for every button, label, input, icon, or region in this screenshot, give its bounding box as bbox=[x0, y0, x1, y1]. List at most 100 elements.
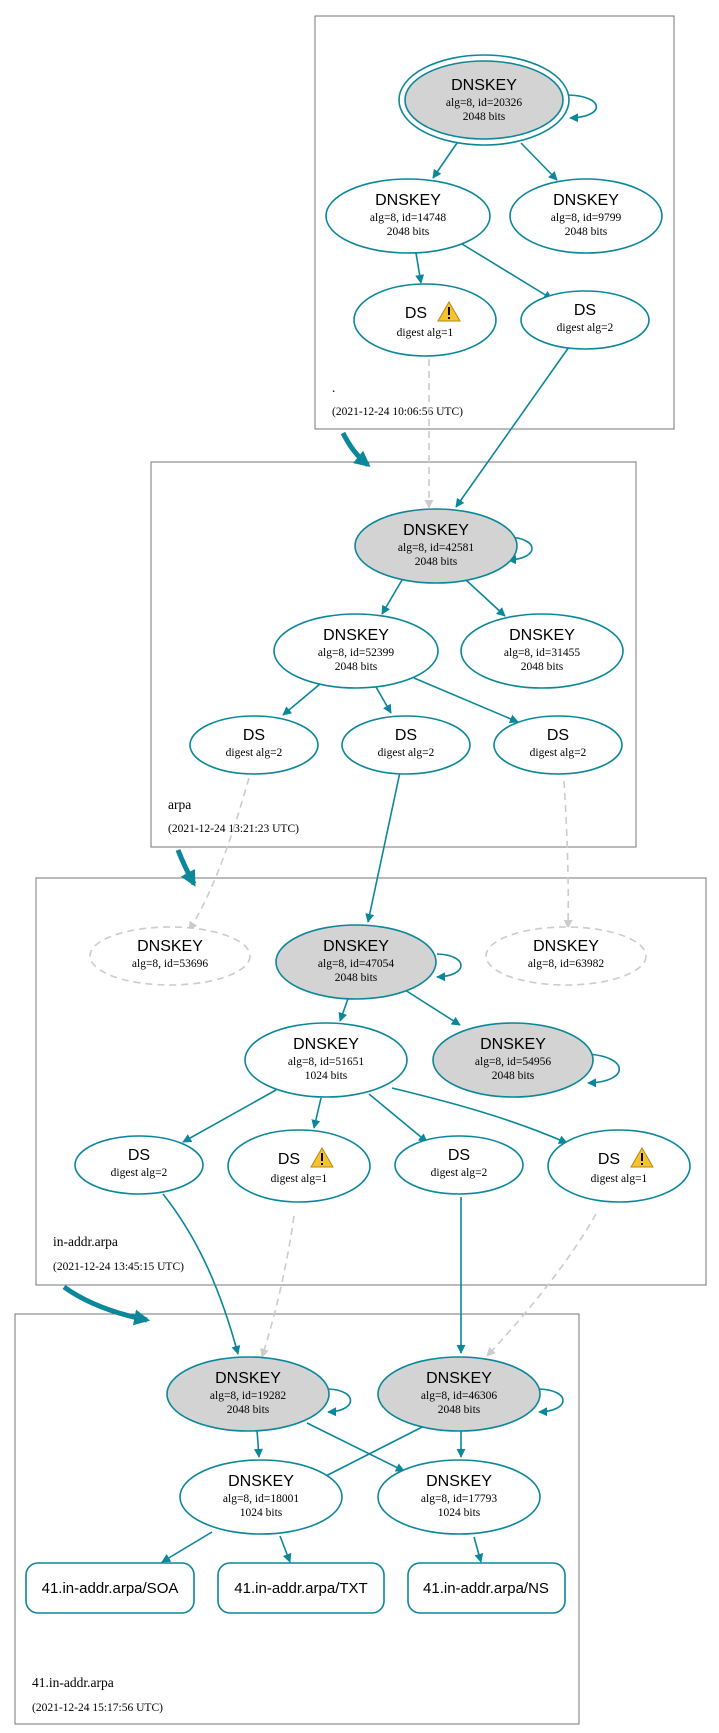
node-key-id: alg=8, id=31455 bbox=[504, 647, 580, 659]
node-key-size: 1024 bits bbox=[240, 1507, 283, 1519]
node-key-id: alg=8, id=14748 bbox=[370, 212, 446, 224]
rrset-txt[interactable]: 41.in-addr.arpa/TXT bbox=[217, 1562, 385, 1614]
node-title: DNSKEY bbox=[323, 938, 389, 955]
ds-node-arpa-a[interactable]: DS digest alg=2 bbox=[189, 715, 319, 775]
rrset-label: 41.in-addr.arpa/TXT bbox=[234, 1580, 367, 1597]
node-key-id: alg=8, id=17793 bbox=[421, 1493, 497, 1505]
warning-icon bbox=[310, 1147, 334, 1168]
dnskey-node-arpa-42581[interactable]: DNSKEY alg=8, id=42581 2048 bits bbox=[354, 508, 518, 584]
node-key-size: 2048 bits bbox=[463, 111, 506, 123]
node-digest: digest alg=1 bbox=[271, 1173, 328, 1185]
zone-41-in-addr-arpa: 41.in-addr.arpa (2021-12-24 15:17:56 UTC… bbox=[14, 1313, 580, 1725]
node-key-size: 2048 bits bbox=[492, 1070, 535, 1082]
node-title: DS bbox=[395, 727, 417, 744]
node-key-size: 1024 bits bbox=[305, 1070, 348, 1082]
ds-node-arpa-c[interactable]: DS digest alg=2 bbox=[493, 715, 623, 775]
ds-node-inaddr-2[interactable]: DS digest alg=1 bbox=[227, 1129, 371, 1203]
node-title: DS bbox=[598, 1151, 620, 1168]
node-key-size: 2048 bits bbox=[521, 661, 564, 673]
insecure-edges bbox=[188, 359, 597, 1358]
dnskey-node-arpa-31455[interactable]: DNSKEY alg=8, id=31455 2048 bits bbox=[460, 613, 624, 689]
node-key-id: alg=8, id=63982 bbox=[528, 958, 604, 970]
node-title: DS bbox=[448, 1147, 470, 1164]
node-key-id: alg=8, id=9799 bbox=[551, 212, 622, 224]
delegation-arrows bbox=[62, 431, 371, 1326]
zone-root: . (2021-12-24 10:06:56 UTC) bbox=[314, 15, 675, 430]
node-key-size: 1024 bits bbox=[438, 1507, 481, 1519]
node-title: DS bbox=[547, 727, 569, 744]
node-title: DNSKEY bbox=[509, 627, 575, 644]
dnskey-node-inaddr-54956[interactable]: DNSKEY alg=8, id=54956 2048 bits bbox=[432, 1022, 594, 1098]
node-key-size: 2048 bits bbox=[335, 661, 378, 673]
node-key-size: 2048 bits bbox=[335, 972, 378, 984]
node-title: DNSKEY bbox=[426, 1370, 492, 1387]
zone-date: (2021-12-24 13:45:15 UTC) bbox=[53, 1261, 184, 1273]
node-title: DS bbox=[128, 1147, 150, 1164]
node-key-id: alg=8, id=53696 bbox=[132, 958, 208, 970]
rrset-label: 41.in-addr.arpa/NS bbox=[423, 1580, 549, 1597]
node-key-size: 2048 bits bbox=[565, 226, 608, 238]
node-title: DNSKEY bbox=[375, 192, 441, 209]
node-key-id: alg=8, id=20326 bbox=[446, 97, 522, 109]
node-title: DNSKEY bbox=[426, 1473, 492, 1490]
node-key-size: 2048 bits bbox=[415, 556, 458, 568]
dnskey-node-41-17793[interactable]: DNSKEY alg=8, id=17793 1024 bits bbox=[377, 1459, 541, 1535]
node-title: DNSKEY bbox=[403, 522, 469, 539]
node-key-id: alg=8, id=54956 bbox=[475, 1056, 551, 1068]
node-key-size: 2048 bits bbox=[438, 1404, 481, 1416]
dnskey-node-41-46306[interactable]: DNSKEY alg=8, id=46306 2048 bits bbox=[377, 1356, 541, 1432]
signature-edges bbox=[161, 142, 570, 1563]
delegation-arrow-arpa-inaddr bbox=[175, 849, 197, 887]
node-digest: digest alg=1 bbox=[591, 1173, 648, 1185]
node-title: DNSKEY bbox=[480, 1036, 546, 1053]
dnskey-node-root-14748[interactable]: DNSKEY alg=8, id=14748 2048 bits bbox=[325, 178, 491, 254]
ds-node-root-digest2[interactable]: DS digest alg=2 bbox=[520, 290, 650, 350]
node-title: DNSKEY bbox=[137, 938, 203, 955]
node-digest: digest alg=2 bbox=[111, 1167, 168, 1179]
self-sign-loops bbox=[327, 94, 620, 1417]
node-title: DNSKEY bbox=[553, 192, 619, 209]
ds-node-inaddr-3[interactable]: DS digest alg=2 bbox=[394, 1135, 524, 1195]
dnskey-node-arpa-52399[interactable]: DNSKEY alg=8, id=52399 2048 bits bbox=[273, 613, 439, 689]
node-title: DNSKEY bbox=[215, 1370, 281, 1387]
ds-node-root-digest1[interactable]: DS digest alg=1 bbox=[353, 283, 497, 357]
node-digest: digest alg=2 bbox=[226, 747, 283, 759]
node-key-id: alg=8, id=18001 bbox=[223, 1493, 299, 1505]
zone-in-addr-arpa: in-addr.arpa (2021-12-24 13:45:15 UTC) bbox=[35, 877, 707, 1286]
node-key-size: 2048 bits bbox=[227, 1404, 270, 1416]
zone-name: . bbox=[332, 380, 335, 395]
dnskey-node-root-9799[interactable]: DNSKEY alg=8, id=9799 2048 bits bbox=[509, 178, 663, 254]
dnskey-node-root-20326[interactable]: DNSKEY alg=8, id=20326 2048 bits bbox=[398, 54, 570, 146]
ds-node-inaddr-4[interactable]: DS digest alg=1 bbox=[547, 1129, 691, 1203]
node-key-id: alg=8, id=19282 bbox=[210, 1390, 286, 1402]
zone-name: in-addr.arpa bbox=[53, 1234, 118, 1249]
node-digest: digest alg=2 bbox=[431, 1167, 488, 1179]
rrset-label: 41.in-addr.arpa/SOA bbox=[42, 1580, 179, 1597]
dnskey-node-inaddr-47054[interactable]: DNSKEY alg=8, id=47054 2048 bits bbox=[275, 924, 437, 1000]
ds-node-inaddr-1[interactable]: DS digest alg=2 bbox=[74, 1135, 204, 1195]
warning-icon bbox=[630, 1147, 654, 1168]
node-key-id: alg=8, id=46306 bbox=[421, 1390, 497, 1402]
dnskey-node-41-18001[interactable]: DNSKEY alg=8, id=18001 1024 bits bbox=[179, 1459, 343, 1535]
rrset-soa[interactable]: 41.in-addr.arpa/SOA bbox=[25, 1562, 195, 1614]
node-title: DS bbox=[278, 1151, 300, 1168]
dnskey-node-inaddr-53696[interactable]: DNSKEY alg=8, id=53696 bbox=[89, 926, 251, 986]
node-title: DNSKEY bbox=[451, 77, 517, 94]
dnskey-node-inaddr-51651[interactable]: DNSKEY alg=8, id=51651 1024 bits bbox=[244, 1022, 408, 1098]
node-digest: digest alg=1 bbox=[397, 327, 454, 339]
node-title: DNSKEY bbox=[533, 938, 599, 955]
node-key-id: alg=8, id=52399 bbox=[318, 647, 394, 659]
node-title: DNSKEY bbox=[228, 1473, 294, 1490]
zone-date: (2021-12-24 15:17:56 UTC) bbox=[32, 1702, 163, 1714]
zone-name: arpa bbox=[168, 797, 191, 812]
dnskey-node-inaddr-63982[interactable]: DNSKEY alg=8, id=63982 bbox=[485, 926, 647, 986]
delegation-arrow-inaddr-41 bbox=[62, 1284, 151, 1326]
zone-name: 41.in-addr.arpa bbox=[32, 1675, 114, 1690]
node-title: DNSKEY bbox=[323, 627, 389, 644]
rrset-ns[interactable]: 41.in-addr.arpa/NS bbox=[407, 1562, 566, 1614]
ds-node-arpa-b[interactable]: DS digest alg=2 bbox=[341, 715, 471, 775]
warning-icon bbox=[437, 301, 461, 322]
zone-date: (2021-12-24 10:06:56 UTC) bbox=[332, 406, 463, 418]
dnskey-node-41-19282[interactable]: DNSKEY alg=8, id=19282 2048 bits bbox=[166, 1356, 330, 1432]
